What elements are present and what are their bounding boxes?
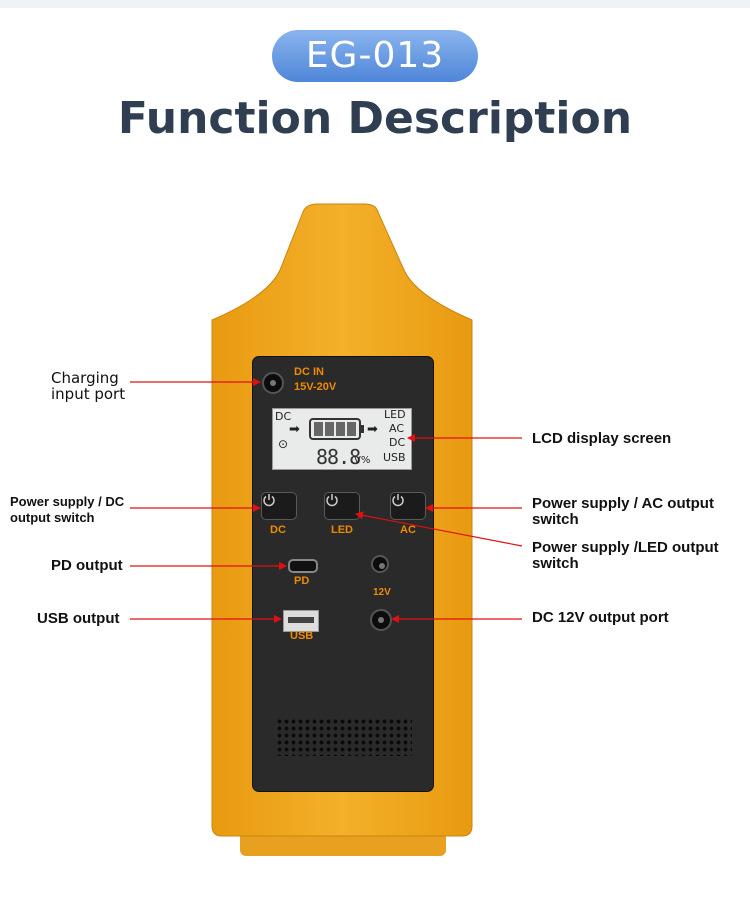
callout-usb-output: USB output [37, 610, 120, 627]
lcd-units: V% [354, 455, 371, 466]
callout-charging-input-port: Charging input port [51, 369, 126, 403]
led-button-label: LED [331, 524, 353, 536]
page-title: Function Description [117, 93, 633, 144]
led-output-switch[interactable] [324, 492, 360, 520]
top-strip [0, 0, 750, 8]
pd-label: PD [294, 575, 310, 587]
lcd-arrow-right-icon: ➡ [367, 422, 378, 437]
charging-input-port[interactable] [262, 372, 284, 394]
dc-12v-port-upper[interactable] [371, 555, 389, 573]
usb-output-port[interactable] [283, 610, 319, 632]
dc-in-label: DC IN [294, 366, 324, 378]
ac-output-switch[interactable] [390, 492, 426, 520]
dc-in-voltage: 15V-20V [294, 381, 337, 393]
callout-ac-switch-line2: switch [532, 511, 579, 528]
callout-pd-output: PD output [51, 557, 123, 574]
lcd-dot-icon: ⊙ [278, 437, 289, 451]
lcd-dc-label: DC [275, 410, 292, 423]
callout-lcd-display: LCD display screen [532, 430, 672, 447]
pd-output-port[interactable] [288, 559, 318, 573]
lcd-label-ac: AC [389, 422, 405, 435]
callout-ac-switch-line1: Power supply / AC output [532, 495, 714, 512]
callout-dc-switch-line2: output switch [10, 510, 95, 525]
callout-led-switch-line1: Power supply /LED output [532, 539, 719, 556]
lcd-label-usb: USB [383, 451, 406, 464]
lcd-digits: 88.8 [316, 445, 361, 469]
callout-dc-switch-line1: Power supply / DC [10, 494, 125, 509]
callout-led-switch-line2: switch [532, 555, 579, 572]
speaker-grille [276, 718, 412, 756]
lcd-label-dc: DC [389, 436, 406, 449]
lcd-battery-icon [309, 418, 364, 440]
dc-button-label: DC [270, 524, 286, 536]
dc-12v-label: 12V [373, 587, 391, 598]
ac-button-label: AC [400, 524, 416, 536]
power-icon [263, 494, 275, 507]
power-icon [392, 494, 404, 507]
usb-label: USB [290, 630, 314, 642]
callout-dc-12v-port: DC 12V output port [532, 609, 669, 626]
power-icon [326, 494, 338, 507]
lcd-label-led: LED [384, 408, 406, 421]
dc-output-switch[interactable] [261, 492, 297, 520]
model-badge: EG-013 [272, 30, 478, 82]
lcd-arrow-left-icon: ➡ [289, 422, 300, 437]
